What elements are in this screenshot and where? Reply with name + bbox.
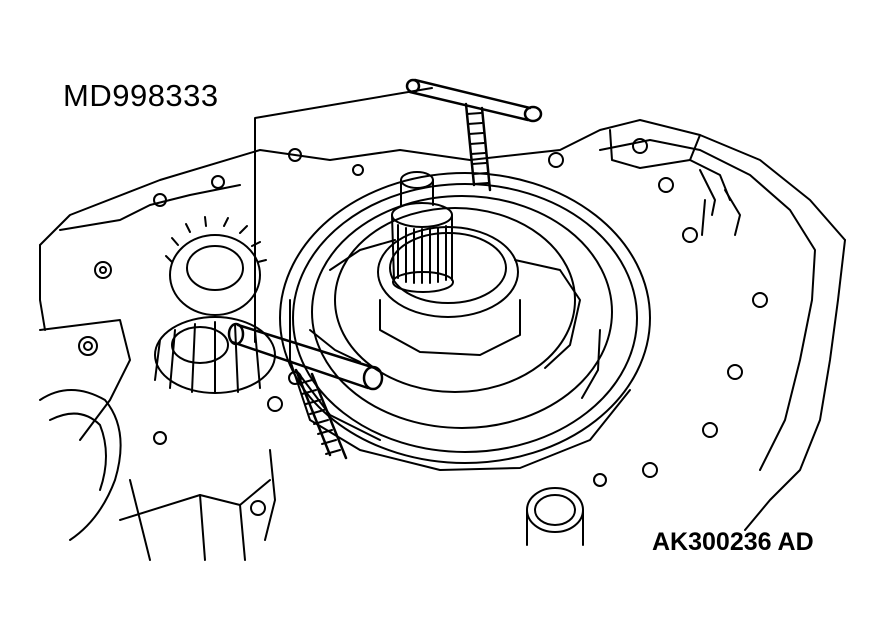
case-bolt-bosses: [79, 139, 767, 515]
tool-number-label: MD998333: [63, 78, 219, 113]
differential-gear: [155, 217, 275, 393]
transaxle-case: [40, 120, 845, 530]
lower-case-structure: [120, 450, 275, 560]
oil-pump-housing: [280, 173, 650, 470]
figure-code-label: AK300236 AD: [652, 528, 814, 556]
lower-right-bore: [527, 488, 583, 545]
special-tool-upper-puller: [407, 80, 541, 190]
input-shaft: [392, 172, 453, 292]
lower-left-bore: [40, 390, 121, 540]
label-leader-lines: [255, 88, 432, 342]
special-tool-lower-puller: [229, 324, 382, 458]
